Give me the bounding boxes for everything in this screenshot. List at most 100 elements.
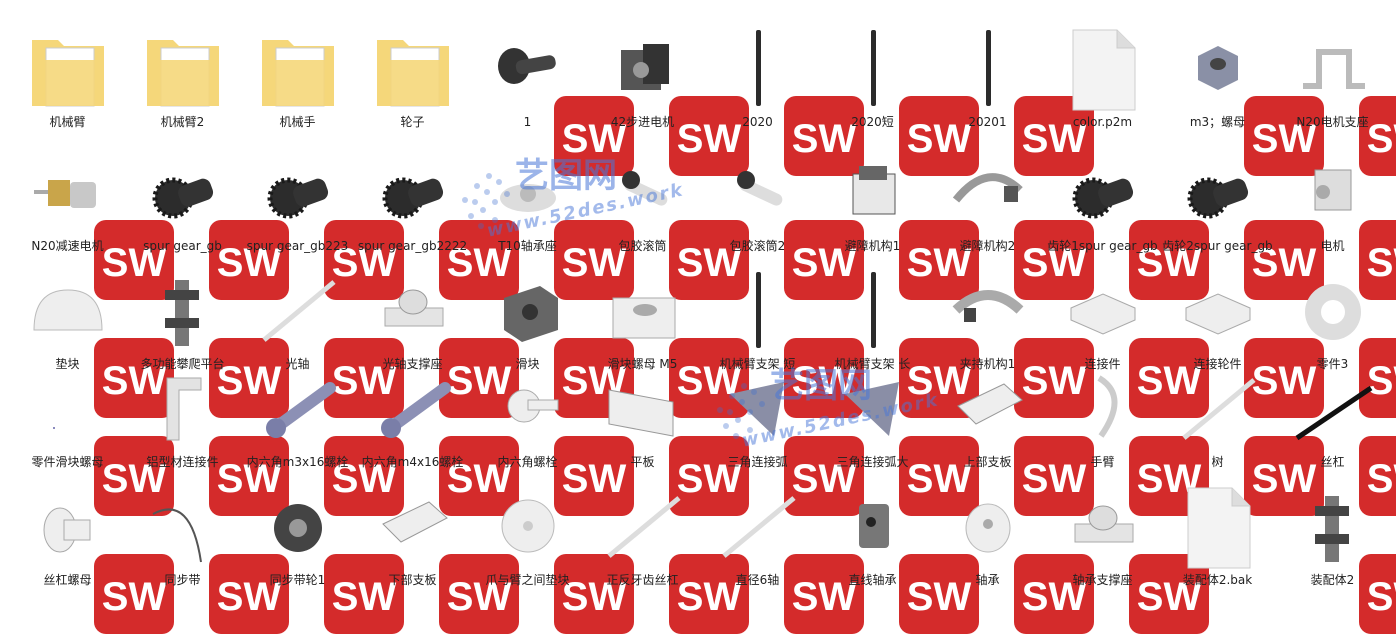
file-item[interactable]: SW电机 bbox=[1275, 142, 1396, 300]
linear-bearing-icon: SW bbox=[829, 484, 979, 634]
file-label: spur gear_gb2222 bbox=[357, 239, 468, 253]
solidworks-badge-icon: SW bbox=[1355, 92, 1396, 176]
file-label: 避障机构2 bbox=[959, 239, 1016, 253]
folder-item[interactable]: 机械臂2 bbox=[125, 18, 240, 136]
solidworks-badge-icon: SW bbox=[435, 550, 519, 634]
solidworks-badge-icon: SW bbox=[550, 334, 634, 418]
file-label: 树 bbox=[1211, 455, 1224, 469]
file-label: 铝型材连接件 bbox=[146, 455, 219, 469]
file-item[interactable]: SW 避障机构2 bbox=[930, 142, 1094, 300]
bracket-icon: SW bbox=[1289, 26, 1396, 176]
slider-block-icon: SW bbox=[484, 268, 634, 418]
file-label: 下部支板 bbox=[388, 573, 437, 587]
solidworks-badge-icon: SW bbox=[90, 216, 174, 300]
file-item[interactable]: SW零件3 bbox=[1275, 260, 1396, 418]
solidworks-badge-icon: SW bbox=[665, 92, 749, 176]
folder-icon bbox=[24, 26, 112, 114]
file-label: 机械臂支架 长 bbox=[834, 357, 911, 371]
file-label: 2020 bbox=[742, 115, 773, 129]
triangle-plate-icon: SW bbox=[714, 366, 864, 516]
solidworks-badge-icon: SW bbox=[1355, 432, 1396, 516]
svg-text:SW: SW bbox=[792, 241, 857, 285]
lead-screw-icon: SW bbox=[1289, 366, 1396, 516]
shaft-icon: SW bbox=[254, 268, 404, 418]
gear-icon: SW bbox=[1059, 150, 1209, 300]
solidworks-badge-icon: SW bbox=[780, 334, 864, 418]
solidworks-badge-icon: SW bbox=[320, 432, 404, 516]
file-label: 避障机构1 bbox=[844, 239, 901, 253]
disc-icon: SW bbox=[484, 484, 634, 634]
gear-motor-icon: SW bbox=[24, 150, 174, 300]
folder-item[interactable]: 机械臂 bbox=[10, 18, 125, 136]
triangle-plate-icon: SW bbox=[829, 366, 979, 516]
folder-item[interactable]: 机械手 bbox=[240, 18, 355, 136]
flange-nut-icon: SW bbox=[24, 484, 174, 634]
solidworks-badge-icon: SW bbox=[895, 550, 979, 634]
folder-icon bbox=[369, 26, 457, 114]
solidworks-badge-icon: SW bbox=[1010, 92, 1094, 176]
file-label: 三角连接弧大 bbox=[836, 455, 909, 469]
svg-text:SW: SW bbox=[792, 359, 857, 403]
file-item[interactable]: SWN20电机支座 bbox=[1275, 18, 1396, 176]
file-item[interactable]: SW装配体2 bbox=[1275, 476, 1396, 634]
file-label: 滑块 bbox=[515, 357, 540, 371]
file-label: 包胶滚筒 bbox=[618, 239, 667, 253]
motor-icon: SW bbox=[1289, 150, 1396, 300]
file-item[interactable]: 装配体2.bak bbox=[1160, 476, 1275, 594]
file-item[interactable]: color.p2m bbox=[1045, 18, 1160, 136]
folder-item[interactable]: 轮子 bbox=[355, 18, 470, 136]
file-label: 齿轮1spur gear_gb bbox=[1047, 239, 1158, 253]
file-label: 内六角m3x16螺栓 bbox=[246, 455, 349, 469]
svg-text:SW: SW bbox=[1022, 241, 1087, 285]
